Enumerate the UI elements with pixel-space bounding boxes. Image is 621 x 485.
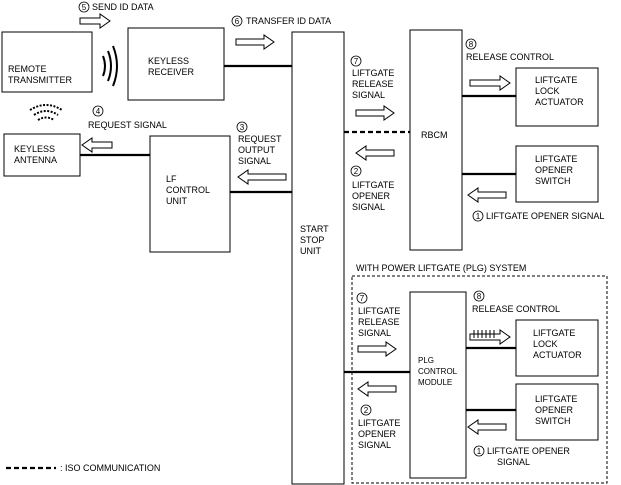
liftgate-opener-signal-switch: 1 LIFTGATE OPENER SIGNAL [472, 210, 604, 222]
transfer-id-data-signal: 6 TRANSFER ID DATA [231, 15, 331, 27]
rbcm-label: RBCM [421, 130, 448, 140]
plg-release-control-arrow-stripes [473, 330, 495, 338]
liftgate-opener-switch-signal-number: 1 [476, 212, 481, 221]
request-signal-number: 4 [96, 107, 101, 116]
legend-iso-label: : ISO COMMUNICATION [60, 463, 160, 473]
plg-system-frame [351, 275, 608, 484]
transfer-id-data-number: 6 [235, 17, 240, 26]
liftgate-opener-signal-number: 2 [354, 167, 359, 176]
transfer-id-arrow [235, 34, 275, 50]
liftgate-opener-switch-signal-label: LIFTGATE OPENER SIGNAL [486, 211, 604, 221]
legend: : ISO COMMUNICATION [6, 463, 160, 473]
request-output-signal-number: 3 [240, 123, 245, 132]
request-signal: 4 REQUEST SIGNAL [88, 105, 167, 130]
request-signal-arrow [81, 137, 113, 153]
plg-liftgate-opener-switch-signal-number: 1 [477, 447, 482, 456]
plg-liftgate-release-signal-number: 7 [360, 294, 365, 303]
send-id-data-number: 5 [82, 3, 87, 12]
request-signal-label: REQUEST SIGNAL [88, 120, 167, 130]
send-id-data-label: SEND ID DATA [92, 2, 154, 12]
send-id-data-signal: 5 SEND ID DATA [78, 1, 154, 13]
release-control-signal: 8 RELEASE CONTROL [465, 38, 554, 62]
switch-signal-arrow [467, 187, 507, 203]
plg-liftgate-opener-signal-number: 2 [364, 406, 369, 415]
opener-signal-arrow [355, 145, 395, 161]
plg-release-signal-arrow [357, 341, 397, 357]
liftgate-release-signal-number: 7 [354, 57, 359, 66]
request-output-arrow [237, 169, 287, 185]
plg-release-control-label: RELEASE CONTROL [472, 304, 560, 314]
release-control-number: 8 [469, 40, 474, 49]
transmit-waves-icon [102, 45, 118, 87]
rbcm-box: RBCM [409, 29, 463, 251]
release-control-label: RELEASE CONTROL [466, 52, 554, 62]
send-id-arrow [79, 13, 111, 29]
antenna-waves-icon [29, 104, 63, 121]
release-control-arrow [469, 75, 511, 91]
plg-system-title: WITH POWER LIFTGATE (PLG) SYSTEM [356, 263, 526, 273]
plg-opener-signal-arrow [357, 381, 397, 397]
release-signal-arrow [355, 105, 395, 121]
plg-switch-signal-arrow [467, 419, 507, 435]
transfer-id-data-label: TRANSFER ID DATA [246, 16, 331, 26]
plg-release-control-signal: 8 RELEASE CONTROL [472, 290, 560, 314]
plg-release-control-number: 8 [477, 292, 482, 301]
